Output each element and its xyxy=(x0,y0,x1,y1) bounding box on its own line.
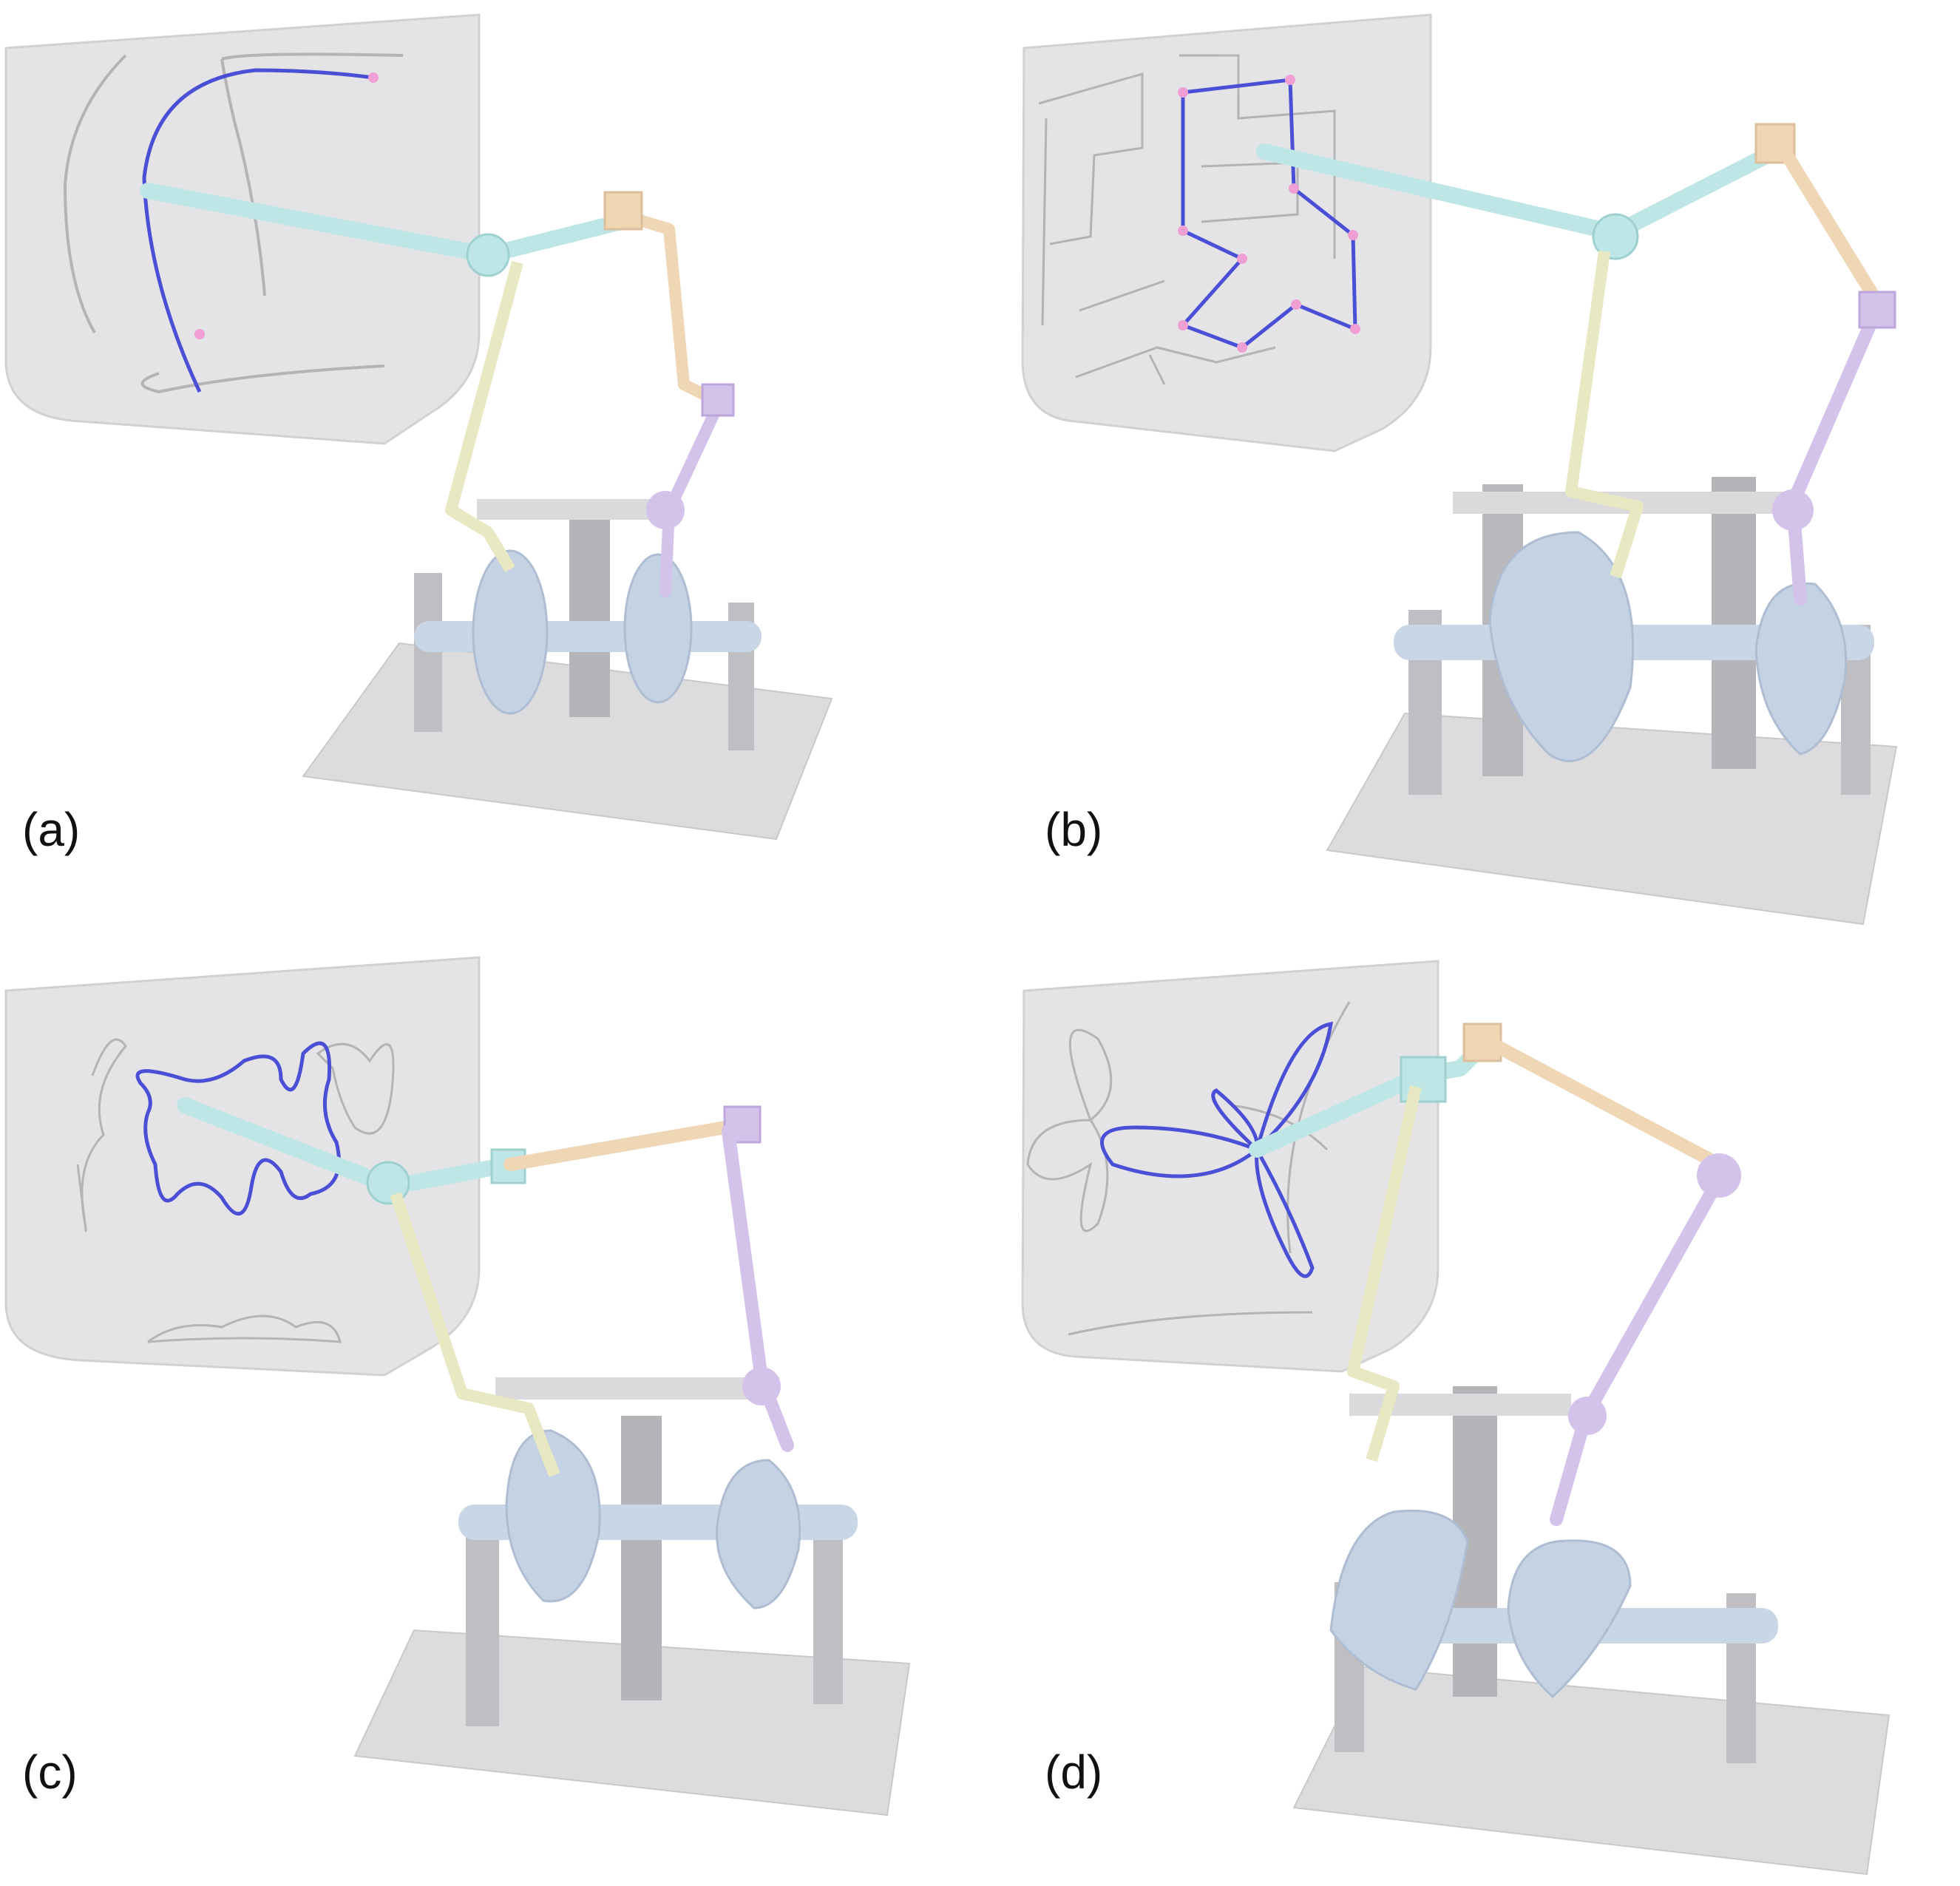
cam xyxy=(1488,531,1635,762)
projection-wall xyxy=(1021,13,1432,452)
support-post xyxy=(621,1416,662,1700)
link-orange xyxy=(1483,1036,1726,1171)
control-point xyxy=(368,72,379,83)
link-orange xyxy=(503,1117,753,1171)
link-purple xyxy=(1550,1173,1726,1526)
joint xyxy=(603,191,643,231)
control-point xyxy=(1237,254,1247,264)
link-yellow xyxy=(390,1192,560,1477)
control-point xyxy=(1178,87,1188,98)
control-point xyxy=(1178,320,1188,330)
traced-curve xyxy=(135,1041,341,1216)
joint xyxy=(1858,291,1896,329)
joint xyxy=(1568,1397,1607,1435)
mechanism-illustration-b xyxy=(1021,13,1898,926)
control-point xyxy=(1291,299,1301,310)
support-post xyxy=(813,1534,843,1704)
panel-label-d: (d) xyxy=(1045,1746,1103,1799)
projection-wall xyxy=(4,956,481,1377)
cross-bar xyxy=(477,499,654,520)
joint xyxy=(1592,213,1639,260)
mechanism-illustration-c xyxy=(4,956,911,1817)
cam xyxy=(1507,1539,1632,1699)
cam xyxy=(716,1459,801,1609)
control-point xyxy=(1237,342,1247,353)
joint xyxy=(742,1367,781,1405)
panel-label-a: (a) xyxy=(22,803,81,856)
link-orange xyxy=(619,208,724,409)
control-point xyxy=(1289,183,1299,194)
control-point xyxy=(1285,75,1295,85)
projected-curves xyxy=(76,1038,395,1343)
axle xyxy=(414,621,762,652)
control-points xyxy=(1178,75,1360,353)
cross-bar xyxy=(495,1377,769,1400)
link-yellow xyxy=(445,260,523,573)
link-yellow xyxy=(1347,1085,1422,1462)
link-purple xyxy=(1786,300,1885,606)
projection-wall xyxy=(4,13,481,445)
support-post xyxy=(466,1519,499,1726)
mechanism-illustration-d xyxy=(1021,960,1891,1876)
link-orange xyxy=(1783,152,1885,310)
cam xyxy=(1754,582,1848,756)
cam xyxy=(623,553,693,704)
joint xyxy=(1400,1056,1447,1103)
projected-curves xyxy=(63,52,404,394)
link-yellow xyxy=(1565,250,1644,579)
traced-curve xyxy=(1099,1021,1334,1278)
joint xyxy=(1772,489,1814,531)
control-point xyxy=(1350,324,1360,334)
panel-b: (b) xyxy=(980,0,1959,943)
support-post xyxy=(414,573,442,732)
panel-a: (a) xyxy=(0,0,980,943)
mechanism-illustration-a xyxy=(4,13,833,841)
panel-d: (d) xyxy=(980,943,1959,1885)
joint xyxy=(701,383,735,417)
traced-curve xyxy=(142,68,374,393)
cam xyxy=(505,1429,601,1603)
panel-label-b: (b) xyxy=(1045,803,1103,856)
control-point xyxy=(194,329,205,339)
control-point xyxy=(1178,225,1188,236)
joint xyxy=(646,491,685,529)
base-plate xyxy=(1292,1666,1891,1876)
cam xyxy=(1329,1509,1469,1691)
cam xyxy=(472,549,549,715)
joint xyxy=(466,233,510,277)
support-post xyxy=(1712,477,1756,769)
support-post xyxy=(569,510,610,717)
panel-label-c: (c) xyxy=(22,1746,78,1799)
control-point xyxy=(1348,230,1358,240)
panel-c: (c) xyxy=(0,943,980,1885)
